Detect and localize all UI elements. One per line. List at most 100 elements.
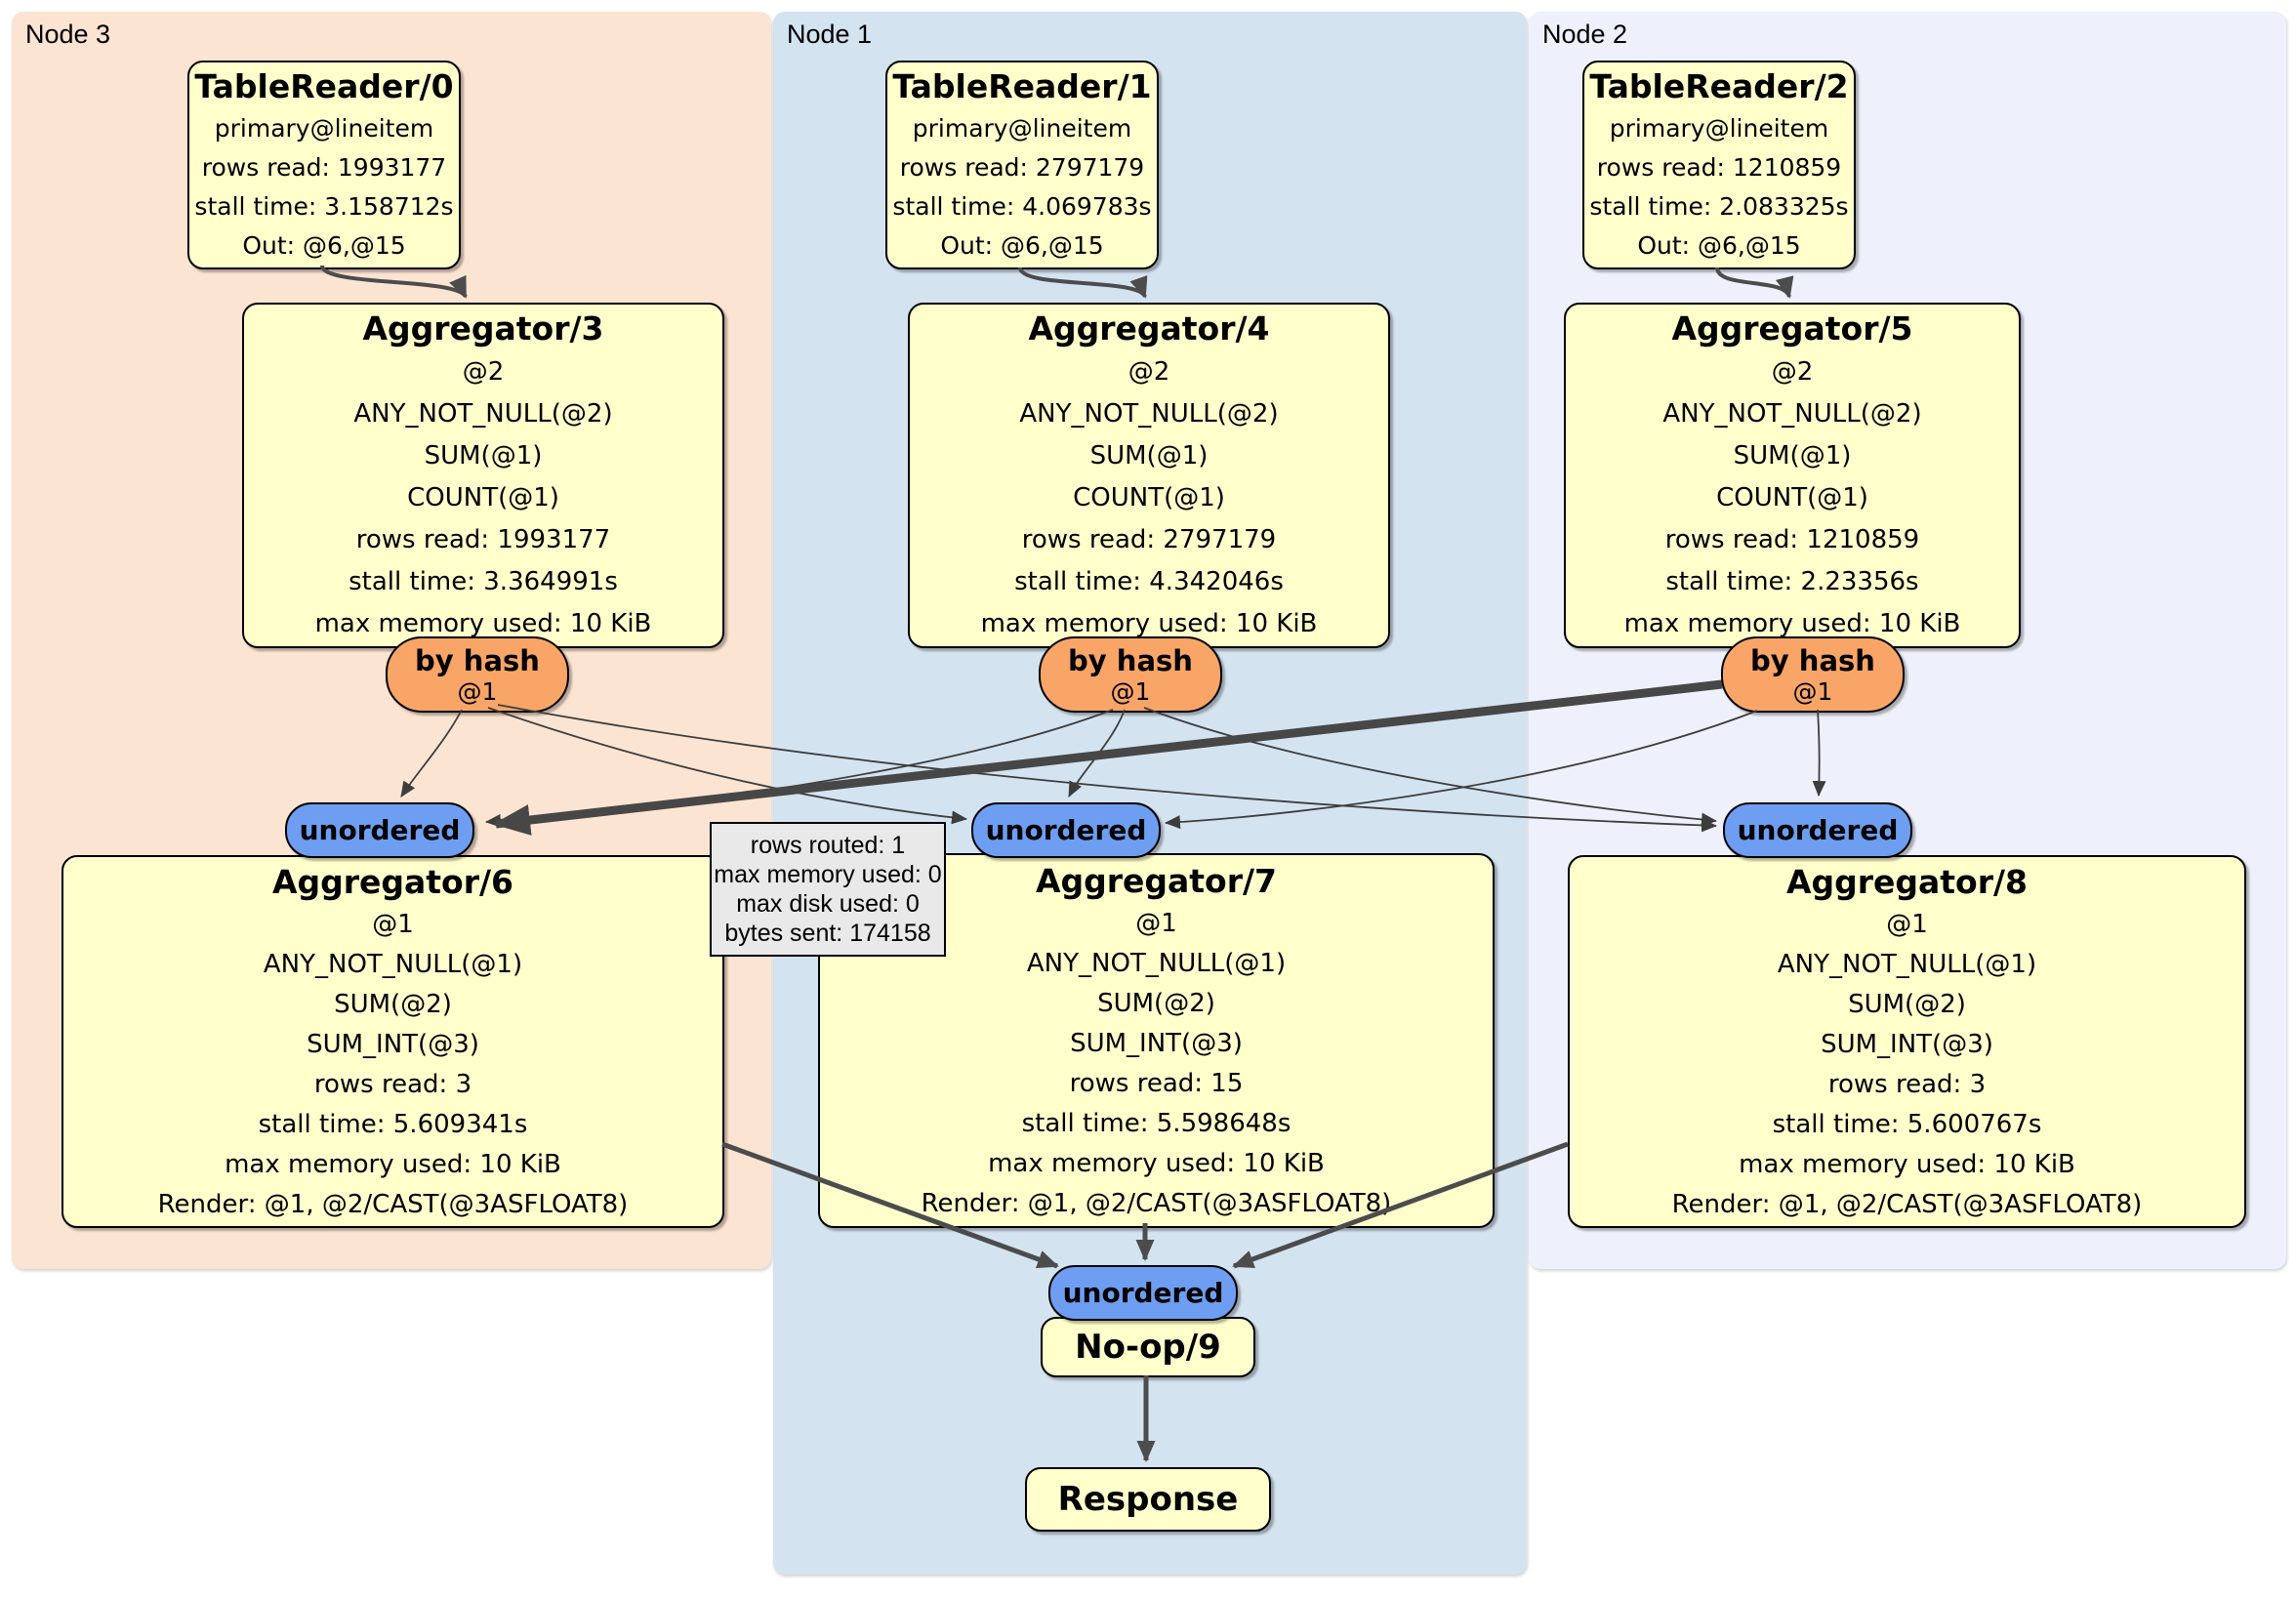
router-label: by hash [1750, 643, 1875, 677]
operator-line: max memory used: 10 KiB [988, 1148, 1325, 1178]
router-detail: @1 [457, 676, 498, 706]
operator-line: max memory used: 10 KiB [225, 1149, 561, 1179]
operator-line: Out: @6,@15 [242, 231, 406, 260]
operator-line: ANY_NOT_NULL(@1) [1026, 948, 1287, 978]
operator-title: Response [1057, 1479, 1239, 1519]
operator-line: stall time: 3.158712s [194, 192, 454, 221]
tooltip-line: bytes sent: 174158 [724, 920, 931, 947]
operator-line: primary@lineitem [912, 114, 1132, 143]
operator-line: SUM_INT(@3) [307, 1029, 479, 1059]
operator-line: @2 [1128, 357, 1170, 387]
router-detail: @1 [1110, 676, 1151, 706]
operator-response: Response [1025, 1467, 1271, 1532]
operator-line: stall time: 5.598648s [1021, 1108, 1292, 1138]
operator-title: Aggregator/8 [1785, 862, 2029, 901]
operator-line: rows read: 1210859 [1664, 525, 1920, 554]
operator-title: TableReader/0 [194, 67, 454, 105]
operator-line: rows read: 1993177 [201, 153, 447, 182]
operator-title: TableReader/2 [1589, 67, 1849, 105]
operator-line: stall time: 2.23356s [1665, 567, 1919, 596]
operator-line: rows read: 2797179 [899, 153, 1145, 182]
tooltip-line: rows routed: 1 [750, 832, 906, 859]
operator-line: SUM(@1) [1089, 441, 1209, 471]
tooltip-line: max memory used: 0 [714, 861, 942, 888]
edge-stats-tooltip: rows routed: 1 max memory used: 0 max di… [710, 822, 946, 957]
operator-line: COUNT(@1) [1716, 483, 1868, 512]
operator-aggregator-6: Aggregator/6 @1 ANY_NOT_NULL(@1) SUM(@2)… [62, 855, 724, 1228]
operator-line: stall time: 2.083325s [1589, 192, 1849, 221]
operator-aggregator-4: Aggregator/4 @2 ANY_NOT_NULL(@2) SUM(@1)… [908, 303, 1390, 648]
operator-line: COUNT(@1) [407, 483, 559, 512]
operator-line: stall time: 5.600767s [1772, 1109, 2042, 1139]
operator-line: rows read: 1993177 [355, 525, 611, 554]
region-label-node-1: Node 1 [787, 20, 873, 49]
operator-line: Render: @1, @2/CAST(@3ASFLOAT8) [921, 1188, 1392, 1218]
operator-line: @2 [462, 357, 505, 387]
region-label-node-2: Node 2 [1542, 20, 1628, 49]
region-label-node-3: Node 3 [25, 20, 111, 49]
router-label: by hash [415, 643, 540, 677]
operator-line: primary@lineitem [1609, 114, 1829, 143]
sync-unordered-final[interactable]: unordered [1048, 1265, 1238, 1321]
sync-label: unordered [299, 814, 461, 846]
sync-unordered-node-1[interactable]: unordered [971, 802, 1161, 858]
operator-line: @1 [372, 909, 414, 939]
operator-line: stall time: 5.609341s [258, 1109, 528, 1139]
operator-line: rows read: 3 [1827, 1069, 1987, 1099]
operator-line: max memory used: 10 KiB [980, 609, 1318, 638]
operator-line: max memory used: 10 KiB [314, 609, 652, 638]
operator-line: COUNT(@1) [1073, 483, 1225, 512]
operator-line: Render: @1, @2/CAST(@3ASFLOAT8) [157, 1189, 629, 1219]
operator-line: stall time: 3.364991s [348, 567, 618, 596]
operator-line: rows read: 2797179 [1021, 525, 1277, 554]
operator-title: TableReader/1 [892, 67, 1152, 105]
operator-table-reader-2: TableReader/2 primary@lineitem rows read… [1582, 61, 1856, 269]
operator-line: @1 [1135, 908, 1177, 938]
sync-unordered-node-3[interactable]: unordered [285, 802, 474, 858]
router-by-hash-node-3[interactable]: by hash @1 [386, 636, 569, 713]
operator-line: ANY_NOT_NULL(@1) [263, 949, 523, 979]
router-by-hash-node-2[interactable]: by hash @1 [1721, 636, 1905, 713]
operator-table-reader-1: TableReader/1 primary@lineitem rows read… [885, 61, 1159, 269]
operator-line: SUM(@1) [424, 441, 543, 471]
operator-line: rows read: 15 [1069, 1068, 1244, 1098]
operator-line: @2 [1771, 357, 1814, 387]
operator-line: max memory used: 10 KiB [1623, 609, 1961, 638]
operator-line: ANY_NOT_NULL(@1) [1777, 949, 2037, 979]
operator-line: ANY_NOT_NULL(@2) [353, 399, 613, 429]
operator-line: rows read: 1210859 [1596, 153, 1842, 182]
router-by-hash-node-1[interactable]: by hash @1 [1039, 636, 1222, 713]
operator-line: primary@lineitem [214, 114, 434, 143]
operator-line: max memory used: 10 KiB [1739, 1149, 2075, 1179]
operator-line: Out: @6,@15 [1637, 231, 1801, 260]
operator-table-reader-0: TableReader/0 primary@lineitem rows read… [187, 61, 461, 269]
operator-title: Aggregator/4 [1028, 309, 1270, 348]
operator-aggregator-3: Aggregator/3 @2 ANY_NOT_NULL(@2) SUM(@1)… [242, 303, 724, 648]
sync-label: unordered [1062, 1277, 1224, 1309]
operator-line: rows read: 3 [313, 1069, 472, 1099]
operator-line: stall time: 4.069783s [892, 192, 1152, 221]
operator-aggregator-8: Aggregator/8 @1 ANY_NOT_NULL(@1) SUM(@2)… [1568, 855, 2246, 1228]
operator-line: Out: @6,@15 [940, 231, 1104, 260]
router-label: by hash [1068, 643, 1193, 677]
operator-title: No-op/9 [1075, 1327, 1221, 1367]
router-detail: @1 [1792, 676, 1833, 706]
operator-line: Render: @1, @2/CAST(@3ASFLOAT8) [1671, 1189, 2143, 1219]
operator-no-op-9: No-op/9 [1041, 1317, 1255, 1377]
sync-label: unordered [985, 814, 1147, 846]
operator-line: ANY_NOT_NULL(@2) [1019, 399, 1279, 429]
operator-line: stall time: 4.342046s [1014, 567, 1284, 596]
operator-line: SUM(@2) [334, 989, 452, 1019]
operator-line: SUM(@2) [1097, 988, 1215, 1018]
operator-title: Aggregator/7 [1035, 861, 1278, 900]
operator-title: Aggregator/5 [1671, 309, 1913, 348]
operator-line: SUM(@2) [1848, 989, 1966, 1019]
operator-title: Aggregator/3 [362, 309, 604, 348]
operator-line: @1 [1886, 909, 1928, 939]
tooltip-line: max disk used: 0 [736, 890, 920, 918]
operator-line: SUM(@1) [1733, 441, 1852, 471]
operator-line: ANY_NOT_NULL(@2) [1662, 399, 1922, 429]
sync-unordered-node-2[interactable]: unordered [1723, 802, 1912, 858]
operator-line: SUM_INT(@3) [1070, 1028, 1243, 1058]
